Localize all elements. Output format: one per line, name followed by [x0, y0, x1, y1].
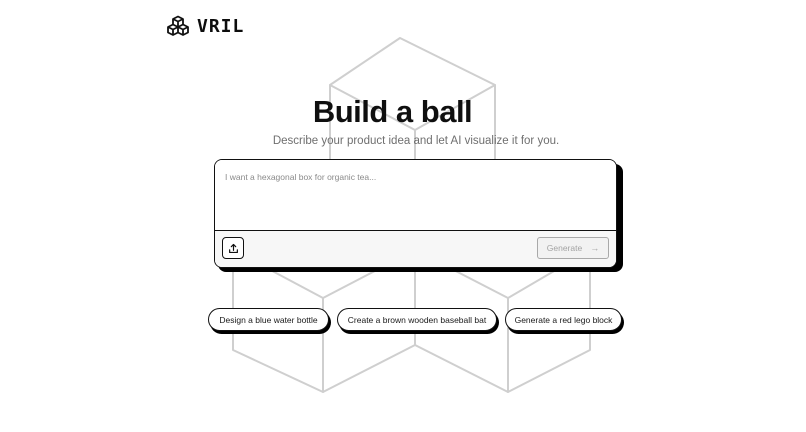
suggestion-chip-label: Generate a red lego block	[505, 308, 622, 331]
prompt-input[interactable]	[215, 160, 616, 231]
arrow-right-icon: →	[590, 243, 600, 253]
page-title: Build a ball	[312, 94, 473, 129]
upload-icon	[228, 243, 238, 253]
upload-button[interactable]	[222, 237, 244, 259]
composer-toolbar: Generate →	[215, 230, 616, 267]
generate-label: Generate	[546, 243, 583, 253]
brand-logo[interactable]: VRIL	[166, 15, 244, 37]
suggestion-chip-label: Design a blue water bottle	[208, 308, 329, 331]
suggestion-chip[interactable]: Generate a red lego block	[505, 308, 624, 334]
cubes-logo-icon	[167, 15, 189, 36]
suggestion-chip[interactable]: Design a blue water bottle	[208, 308, 331, 334]
suggestion-chip[interactable]: Create a brown wooden baseball bat	[337, 308, 499, 334]
suggestion-chip-label: Create a brown wooden baseball bat	[337, 308, 497, 331]
brand-name: VRIL	[197, 15, 245, 37]
prompt-composer: Generate →	[214, 159, 617, 268]
page-subtitle: Describe your product idea and let AI vi…	[272, 135, 560, 147]
generate-button[interactable]: Generate →	[537, 237, 609, 259]
